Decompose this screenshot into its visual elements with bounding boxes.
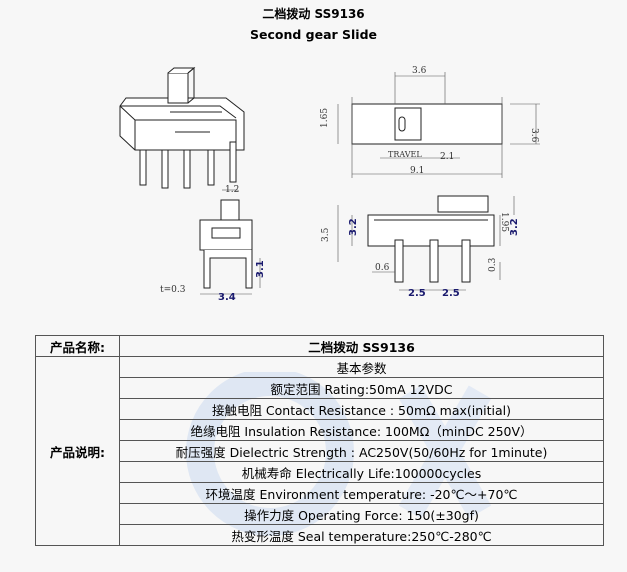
dim-total-width: 9.1 [410,166,424,176]
spec-row: 接触电阻 Contact Resistance : 50mΩ max(initi… [119,398,604,420]
side-view [199,189,261,295]
name-label: 产品名称: [35,335,120,357]
table-row: 绝缘电阻 Insulation Resistance: 100MΩ（minDC … [36,419,604,441]
dim-travel: TRAVEL [388,150,422,159]
table-row: 热变形温度 Seal temperature:250℃-280℃ [36,524,604,546]
dim-front-right-h: 3.2 [509,218,520,236]
name-value: 二档拨动 SS9136 [119,335,604,357]
table-row: 接触电阻 Contact Resistance : 50mΩ max(initi… [36,398,604,420]
desc-label: 产品说明: [35,356,120,546]
dim-pitch-1: 2.5 [408,288,426,299]
spec-row: 基本参数 [119,356,604,378]
table-row: 耐压强度 Dielectric Strength : AC250V(50/60H… [36,440,604,462]
spec-row: 热变形温度 Seal temperature:250℃-280℃ [119,524,604,546]
dim-side-top: 1.2 [225,185,239,195]
table-row: 操作力度 Operating Force: 150(±30gf) [36,503,604,525]
spec-row: 额定范围 Rating:50mA 12VDC [119,377,604,399]
spec-row: 环境温度 Environment temperature: -20℃～+70℃ [119,482,604,504]
isometric-view [119,66,245,189]
dim-front-h-b: 3.2 [348,218,359,236]
product-title-cn: 二档拨动 SS9136 [262,7,365,21]
table-row: 额定范围 Rating:50mA 12VDC [36,377,604,399]
dim-side-height: 3.1 [255,260,266,278]
dim-left-height: 1.65 [320,108,330,128]
front-view [337,195,515,291]
dim-front-h-a: 3.5 [321,227,331,242]
dim-pin-width: 0.6 [375,263,390,273]
dim-thickness: t=0.3 [160,285,186,295]
spec-row: 耐压强度 Dielectric Strength : AC250V(50/60H… [119,440,604,462]
spec-table: 产品名称: 二档拨动 SS9136 产品说明: 基本参数 额定范围 Rating… [35,335,604,546]
table-row: 环境温度 Environment temperature: -20℃～+70℃ [36,482,604,504]
dim-top-width: 3.6 [412,66,427,76]
table-row: 机械寿命 Electrically Life:100000cycles [36,461,604,483]
dim-side-width: 3.4 [218,292,236,303]
spec-row: 机械寿命 Electrically Life:100000cycles [119,461,604,483]
table-row: 产品名称: 二档拨动 SS9136 [35,335,604,357]
product-title-en: Second gear Slide [249,27,378,42]
dim-travel-value: 2.1 [440,152,454,162]
spec-row: 操作力度 Operating Force: 150(±30gf) [119,503,604,525]
table-row: 产品说明: 基本参数 [35,356,604,546]
top-view [337,72,540,178]
dim-front-low: 0.3 [488,257,498,272]
dim-right-height: 3.6 [529,128,539,143]
technical-drawings: 3.6 1.65 3.6 TRAVEL 2.1 9.1 1.2 t=0.3 3.… [119,66,540,303]
dim-front-tab: 1.95 [499,212,509,232]
spec-row: 绝缘电阻 Insulation Resistance: 100MΩ（minDC … [119,419,604,441]
dim-pitch-2: 2.5 [442,288,460,299]
